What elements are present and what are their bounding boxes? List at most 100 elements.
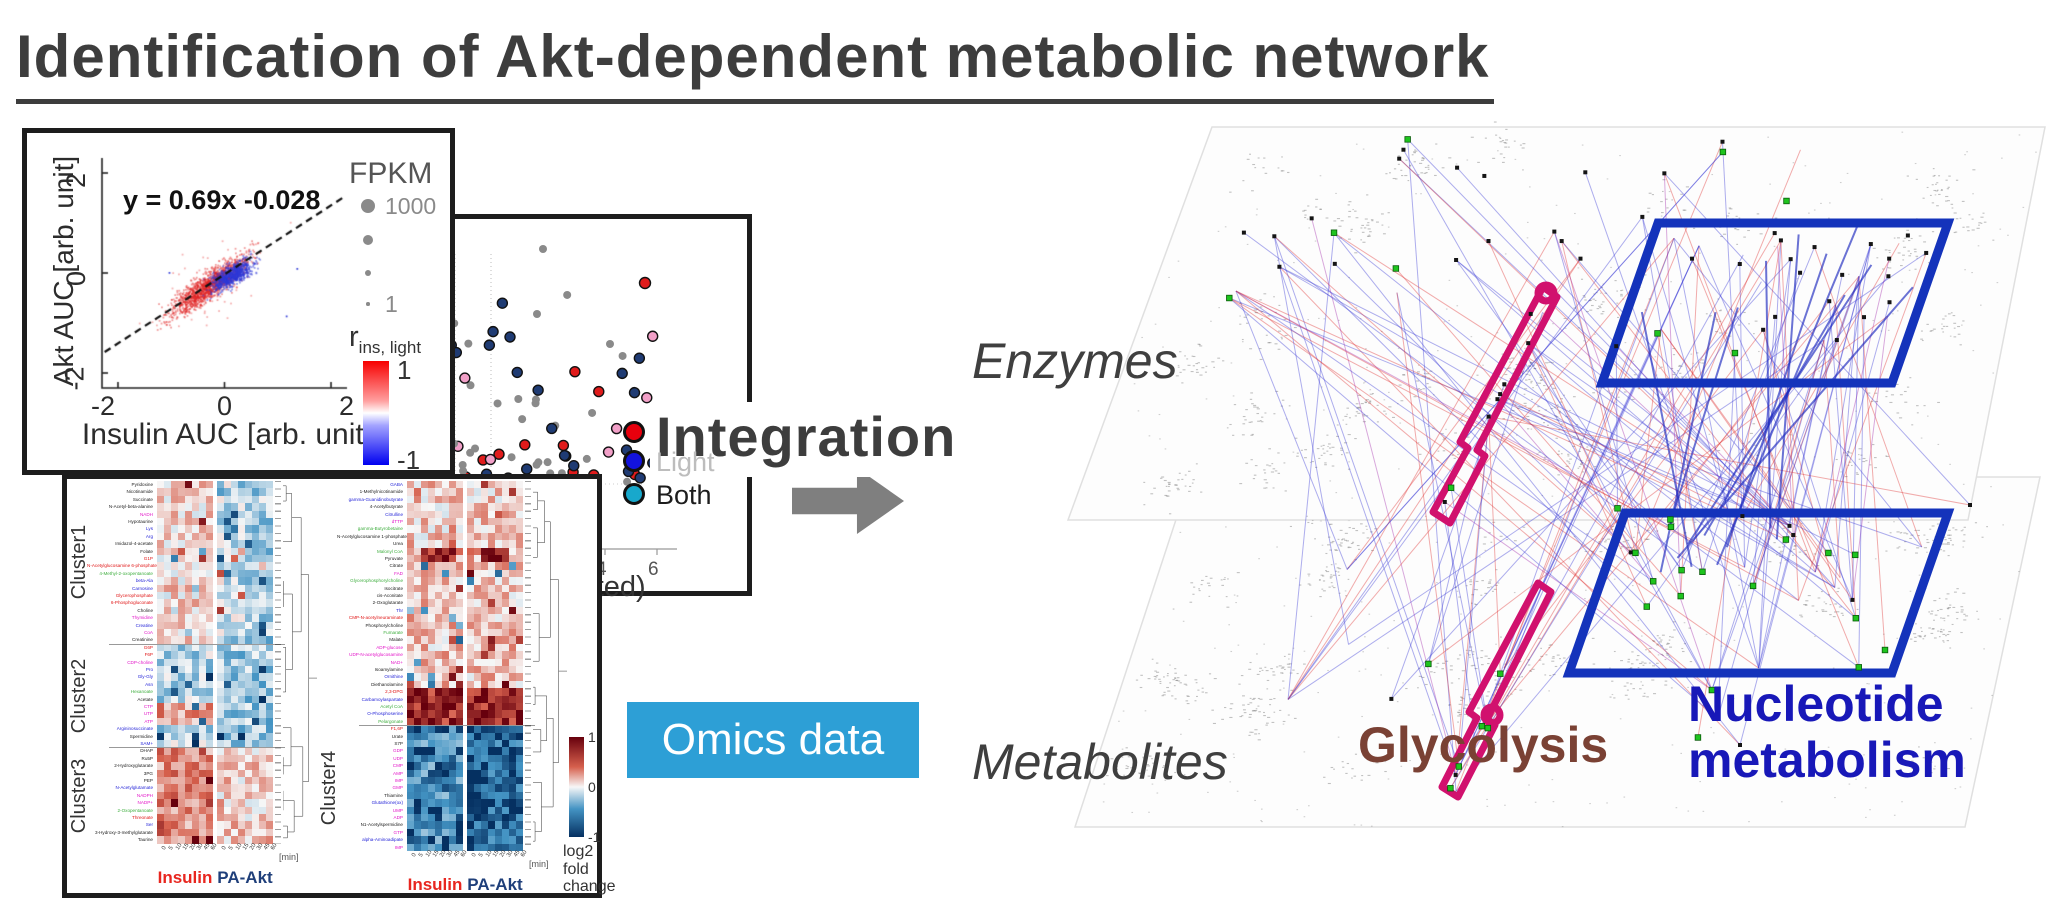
heatmap-cell xyxy=(449,769,456,777)
heatmap-cell xyxy=(435,540,442,548)
heatmap-cell xyxy=(428,732,435,740)
heatmap-cell xyxy=(266,643,273,652)
heatmap-cell xyxy=(224,532,231,541)
heatmap-cell xyxy=(217,621,224,629)
heatmap-cell xyxy=(252,666,259,674)
heatmap-cell xyxy=(428,532,435,541)
heatmap-cell xyxy=(178,643,185,652)
heatmap-cell xyxy=(502,843,509,851)
heatmap-cell xyxy=(428,488,435,496)
heatmap-cell xyxy=(224,695,231,703)
dendrogram xyxy=(283,485,317,839)
heatmap-row-label: NAD+ xyxy=(390,659,403,665)
heatmap-cell xyxy=(449,836,456,844)
heatmap-cell xyxy=(238,828,245,837)
heatmap-cell xyxy=(217,806,224,814)
heatmap-cell xyxy=(199,799,206,807)
heatmap-cell xyxy=(199,643,206,652)
heatmap-cell xyxy=(509,555,516,563)
heatmap-cell xyxy=(206,488,213,496)
heatmap-cell xyxy=(481,518,488,526)
heatmap-cell xyxy=(516,821,523,829)
heatmap-cell xyxy=(199,769,206,777)
heatmap-cell xyxy=(495,754,502,763)
heatmap-cell xyxy=(192,599,199,607)
heatmap-cell xyxy=(224,658,231,666)
heatmap-cell xyxy=(516,510,523,518)
heatmap-cell xyxy=(164,821,171,829)
heatmap-cell xyxy=(185,762,192,770)
heatmap-cell xyxy=(502,510,509,518)
heatmap-cell xyxy=(238,651,245,659)
metabolic-network-3d xyxy=(1066,121,2046,828)
heatmap-row-label: Succinate xyxy=(132,496,153,502)
heatmap-row-label: 4-Methyl-2-oxopentanoate xyxy=(99,570,153,576)
heatmap-cell xyxy=(414,540,421,548)
heatmap-cell xyxy=(199,510,206,518)
heatmap-cell xyxy=(224,732,231,740)
heatmap-cell xyxy=(245,828,252,837)
heatmap-cell xyxy=(199,547,206,555)
heatmap-cell xyxy=(157,732,164,740)
heatmap-cell xyxy=(224,621,231,629)
heatmap-cell xyxy=(157,717,164,726)
heatmap-cell xyxy=(157,754,164,763)
heatmap-cell xyxy=(502,762,509,770)
heatmap-cell xyxy=(474,747,481,755)
heatmap-cell xyxy=(164,777,171,785)
heatmap-cell xyxy=(449,614,456,622)
heatmap-cell xyxy=(224,614,231,622)
heatmap-row-label: Thr xyxy=(396,607,403,613)
heatmap-cell xyxy=(217,710,224,718)
sample-strip xyxy=(275,481,281,844)
heatmap-cell xyxy=(185,688,192,696)
heatmap-cell xyxy=(185,562,192,570)
heatmap-cell xyxy=(245,540,252,548)
heatmap-cell xyxy=(224,592,231,600)
heatmap-cell xyxy=(435,680,442,689)
heatmap-cell xyxy=(509,614,516,622)
heatmap-cell xyxy=(488,577,495,585)
heatmap-cell xyxy=(199,680,206,689)
heatmap-cell xyxy=(495,747,502,755)
heatmap-cell xyxy=(224,503,231,511)
heatmap-cell xyxy=(516,577,523,585)
heatmap-cell xyxy=(428,762,435,770)
heatmap-cell xyxy=(428,540,435,548)
heatmap-cell xyxy=(157,814,164,822)
heatmap-cell xyxy=(164,540,171,548)
heatmap-cell xyxy=(502,569,509,578)
heatmap-cell xyxy=(407,710,414,718)
heatmap-cell xyxy=(199,784,206,792)
heatmap-cell xyxy=(516,680,523,689)
heatmap-cell xyxy=(171,688,178,696)
heatmap-cell xyxy=(192,762,199,770)
heatmap-cell xyxy=(467,643,474,652)
heatmap-cell xyxy=(178,791,185,800)
heatmap-cell xyxy=(449,481,456,489)
heatmap-row-label: 2-Oxopentanoate xyxy=(117,807,153,813)
heatmap-cell xyxy=(259,784,266,792)
heatmap-cell xyxy=(245,836,252,844)
heatmap-cell xyxy=(185,569,192,578)
heatmap-cell xyxy=(259,791,266,800)
heatmap-cell xyxy=(442,606,449,615)
heatmap-cell xyxy=(185,495,192,504)
heatmap-cell xyxy=(192,754,199,763)
heatmap-cell xyxy=(157,629,164,637)
heatmap-cell xyxy=(474,725,481,733)
heatmap-cell xyxy=(407,762,414,770)
heatmap-cell xyxy=(178,673,185,681)
heatmap-cell xyxy=(509,592,516,600)
heatmap-cell xyxy=(481,836,488,844)
heatmap-cell xyxy=(231,555,238,563)
heatmap-cell xyxy=(192,821,199,829)
heatmap-cell xyxy=(217,481,224,489)
heatmap-cell xyxy=(238,769,245,777)
heatmap-cell xyxy=(171,629,178,637)
heatmap-cell xyxy=(206,777,213,785)
heatmap-cell xyxy=(252,703,259,711)
heatmap-row-label: Urate xyxy=(391,733,403,739)
heatmap-cell xyxy=(509,621,516,629)
heatmap-cell xyxy=(217,643,224,652)
